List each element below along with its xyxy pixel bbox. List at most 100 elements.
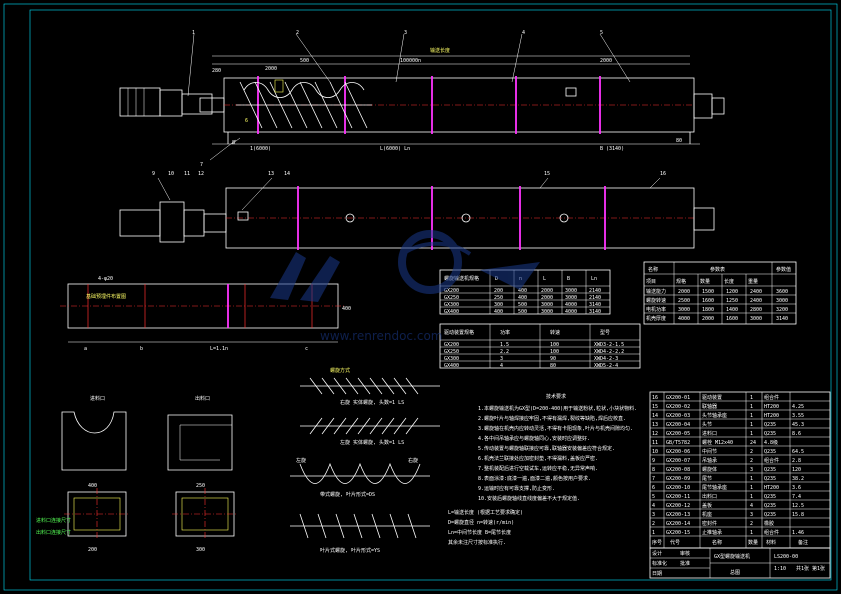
tech-line-9: 10.安装后螺旋轴线直线度偏差不大于规定值. — [478, 495, 580, 502]
tb-project: GX型螺旋输送机 — [714, 553, 750, 560]
bom-r1c5: 4.25 — [792, 404, 804, 410]
spec1-r0c2: 400 — [518, 288, 527, 294]
dim-pitch: 2000 — [265, 66, 277, 72]
bom-r0c0: 16 — [652, 395, 658, 401]
spec1-r0c4: 3000 — [565, 288, 577, 294]
bom-h0: 序号 — [652, 539, 662, 546]
spec2-h2: 转速 — [550, 329, 560, 336]
bom-r4c0: 12 — [652, 431, 658, 437]
bom-r2c2: 头节轴承座 — [702, 412, 727, 419]
tech-line-4: 5.传动装置与螺旋轴联接应可靠,联轴器安装偏差应符合规定. — [478, 445, 615, 452]
params-r2c1: 3000 — [678, 307, 690, 313]
spec1-r2c0: GX300 — [444, 302, 459, 308]
spec2-r0c0: GX200 — [444, 342, 459, 348]
bom-r6c0: 10 — [652, 449, 658, 455]
bom-r7c1: GX200-07 — [666, 458, 690, 464]
bom-r8c3: 3 — [750, 467, 753, 473]
spec1-r0c0: GX200 — [444, 288, 459, 294]
bom-h3: 数量 — [748, 539, 758, 546]
bom-r11c4: Q235 — [764, 494, 776, 500]
dim-start: 1(6000) — [250, 146, 271, 152]
spec2-h1: 功率 — [500, 329, 510, 336]
bom-r15c2: 止推轴承 — [702, 529, 722, 536]
bom-r3c0: 13 — [652, 422, 658, 428]
spec2-r2c0: GX300 — [444, 356, 459, 362]
mark-1: 1 — [192, 30, 195, 36]
bom-r12c3: 4 — [750, 503, 753, 509]
found-dim-c: L=1.1n — [210, 346, 228, 352]
bom-table: 16 GX200-01 驱动装置 1 组合件 15 GX200-02 联轴器 1… — [649, 391, 831, 549]
bom-r9c3: 1 — [750, 476, 753, 482]
params-r3c2: 2000 — [702, 316, 714, 322]
bom-r14c3: 2 — [750, 521, 753, 527]
bom-r8c0: 8 — [652, 467, 655, 473]
bom-r7c3: 2 — [750, 458, 753, 464]
mark-7: 7 — [200, 162, 203, 168]
bom-r8c1: GX200-08 — [666, 467, 690, 473]
bom-r5c4: 4.8级 — [764, 439, 778, 446]
params-r0c2: 1500 — [702, 289, 714, 295]
mark-5: 5 — [600, 30, 603, 36]
mark-12: 12 — [198, 171, 204, 177]
params-h0: 名称 — [648, 266, 658, 273]
bom-h4: 材料 — [766, 539, 776, 546]
mark-11: 11 — [184, 171, 190, 177]
inlet-dim-4: 250 — [196, 483, 205, 489]
bom-r1c3: 1 — [750, 404, 753, 410]
bom-r7c2: 吊轴承 — [702, 457, 717, 464]
bom-r14c4: 橡胶 — [764, 520, 774, 527]
bom-r10c5: 3.6 — [792, 485, 801, 491]
tb-date: 日期 — [652, 571, 662, 577]
params-title: 参数表 — [710, 266, 725, 273]
bom-r3c3: 1 — [750, 422, 753, 428]
params-r2c2: 1800 — [702, 307, 714, 313]
tech-notes-title: 技术要求 — [546, 393, 566, 400]
spiral-s1: 右旋 实体螺旋, 头数=1 LS — [340, 399, 404, 406]
mark-10: 10 — [168, 171, 174, 177]
bom-r13c3: 3 — [750, 512, 753, 518]
spec1-r2c2: 500 — [518, 302, 527, 308]
params-r2c5: 3200 — [776, 307, 788, 313]
params-ch3: 长度 — [724, 278, 734, 285]
title-block: 设计 审核 标准化 批准 日期 GX型螺旋输送机 总图 LS200-00 1:1… — [649, 547, 831, 579]
bom-r1c2: 联轴器 — [702, 403, 717, 410]
spec1-r2c1: 300 — [494, 302, 503, 308]
mark-3: 3 — [404, 30, 407, 36]
bom-r1c4: HT200 — [764, 404, 779, 410]
bom-r3c2: 头节 — [702, 421, 712, 428]
spiral-left: 左旋 — [296, 457, 306, 464]
bom-r14c2: 密封件 — [702, 520, 717, 527]
coupling — [181, 93, 213, 115]
params-r0c4: 2400 — [750, 289, 762, 295]
tb-standard: 标准化 — [652, 560, 667, 567]
tb-scale: 1:10 — [774, 566, 786, 572]
bom-r9c0: 7 — [652, 476, 655, 482]
spec1-r0c5: 2140 — [589, 288, 601, 294]
spec1-r3c2: 500 — [518, 309, 527, 315]
bom-r6c3: 2 — [750, 449, 753, 455]
outlet-label: 出料口 — [195, 395, 210, 402]
tech-line-11: D=螺旋直径 n=转速(r/min) — [448, 519, 514, 526]
bom-r6c2: 中间节 — [702, 448, 717, 455]
spec1-r1c4: 3000 — [565, 295, 577, 301]
spec1-r3c4: 4000 — [565, 309, 577, 315]
spec2-title: 驱动装置规格 — [444, 329, 474, 336]
bom-r9c1: GX200-09 — [666, 476, 690, 482]
inlet-dim-1: 200 — [88, 547, 97, 553]
params-r1c1: 2500 — [678, 298, 690, 304]
mark-9: 9 — [152, 171, 155, 177]
bom-r5c2: 螺栓 M12x40 — [702, 439, 733, 446]
watermark-url: www.renrendoc.com — [320, 329, 442, 343]
bom-r13c4: Q235 — [764, 512, 776, 518]
bom-r12c2: 盖板 — [702, 502, 712, 509]
bom-r14c0: 2 — [652, 521, 655, 527]
spec1-r1c1: 250 — [494, 295, 503, 301]
spec1-title: 螺旋输送机规格 — [444, 275, 479, 282]
tech-line-5: 6.机壳法兰联接处应加密封垫,不得漏料,盖板应严密. — [478, 455, 598, 462]
bom-r2c0: 14 — [652, 413, 658, 419]
inlet-dim-2: 300 — [196, 547, 205, 553]
dim-mid: 100000n — [400, 58, 421, 64]
spiral-s4: 叶片式螺旋, 叶片形式=YS — [320, 547, 380, 554]
spec2-r1c2: 100 — [550, 349, 559, 355]
params-r1c0: 螺旋转速 — [646, 297, 666, 304]
